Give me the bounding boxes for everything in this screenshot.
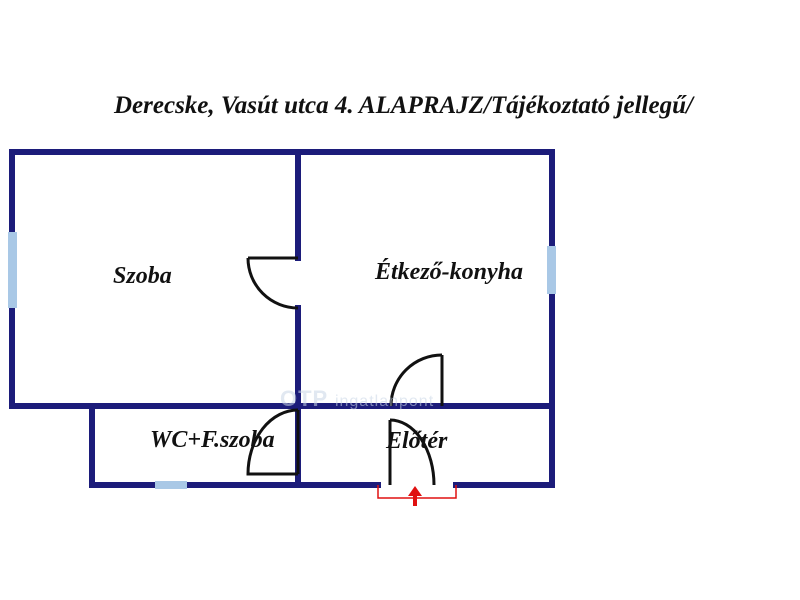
room-label-eloter: Előtér [386, 428, 448, 454]
walls [9, 149, 555, 488]
windows [8, 232, 556, 489]
watermark: OTP ingatlanpont [280, 386, 434, 412]
doors [246, 256, 444, 486]
room-label-etkezo-konyha: Étkező-konyha [375, 259, 524, 285]
entrance-arrow-head [408, 486, 422, 496]
door-swing-wc [246, 408, 299, 476]
watermark-suffix: ingatlanpont [334, 393, 435, 410]
window-wc [155, 481, 187, 489]
room-label-szoba: Szoba [113, 263, 172, 289]
room-label-wc: WC+F.szoba [150, 427, 275, 453]
door-swing-szoba [246, 257, 299, 310]
window-szoba [8, 232, 17, 308]
watermark-brand: OTP [280, 386, 328, 411]
plan-title: Derecske, Vasút utca 4. ALAPRAJZ/Tájékoz… [114, 92, 693, 119]
door-swing-entrance [389, 418, 436, 486]
door-swing-konyha [389, 353, 443, 407]
entrance-marker [377, 485, 457, 506]
window-konyha [547, 246, 556, 294]
